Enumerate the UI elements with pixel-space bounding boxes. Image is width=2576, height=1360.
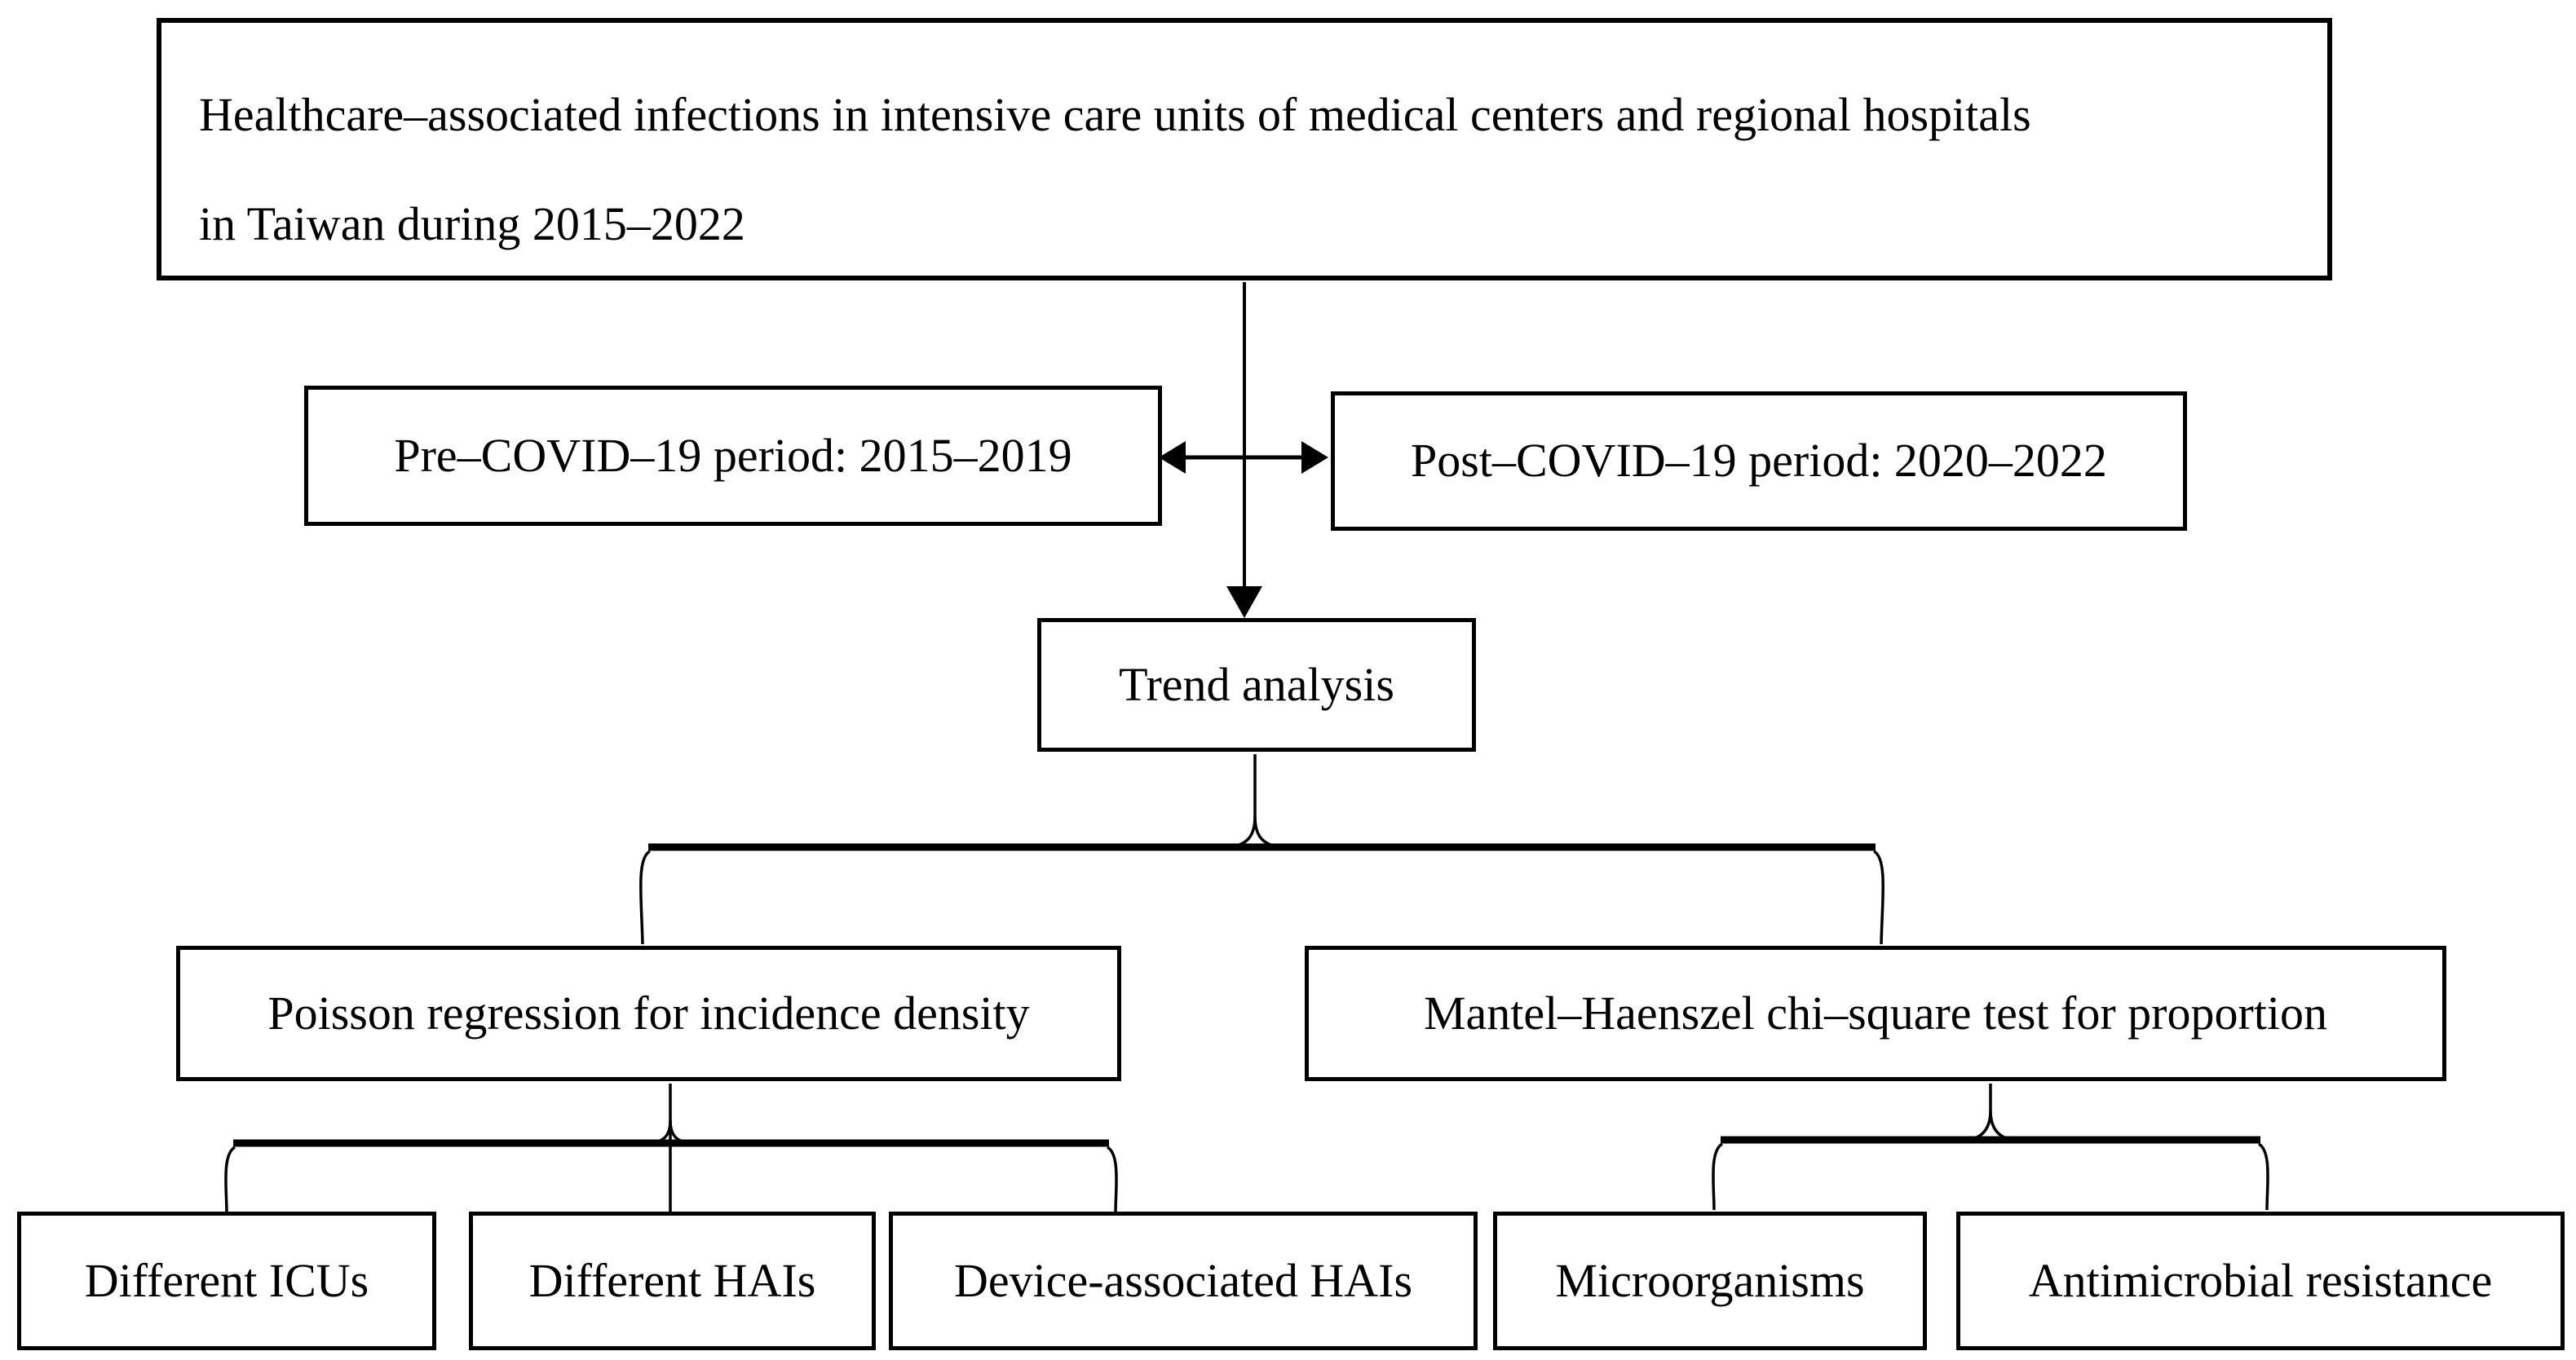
study-title-line2: in Taiwan during 2015–2022 [199, 197, 745, 250]
box-different-hais: Different HAIs [469, 1212, 876, 1350]
connector-trend-foot-right [1253, 815, 1281, 849]
box-post-covid-period: Post–COVID–19 period: 2020–2022 [1331, 391, 2187, 531]
connector-mantel-curl-left [1712, 1142, 1724, 1211]
box-antimicrobial-resistance: Antimicrobial resistance [1956, 1212, 2565, 1350]
connector-poisson-curl-right [1106, 1146, 1118, 1214]
box-mantel-haenszel: Mantel–Haenszel chi–square test for prop… [1305, 946, 2446, 1081]
microorganisms-label: Microorganisms [1555, 1253, 1865, 1307]
trend-analysis-label: Trend analysis [1119, 657, 1394, 711]
arrowhead-right-icon [1301, 441, 1328, 474]
antimicrobial-resistance-label: Antimicrobial resistance [2028, 1253, 2493, 1307]
connector-poisson-curl-left [224, 1146, 236, 1214]
pre-covid-period-label: Pre–COVID–19 period: 2015–2019 [394, 428, 1072, 482]
different-icus-label: Different ICUs [84, 1253, 369, 1307]
box-poisson-regression: Poisson regression for incidence density [176, 946, 1121, 1081]
study-title-line1: Healthcare–associated infections in inte… [199, 88, 2031, 141]
device-associated-hais-label: Device-associated HAIs [953, 1253, 1413, 1307]
arrowhead-left-icon [1159, 441, 1186, 474]
box-pre-covid-period: Pre–COVID–19 period: 2015–2019 [304, 386, 1162, 526]
box-trend-analysis: Trend analysis [1037, 618, 1476, 752]
connector-trend-foot-left [1229, 815, 1257, 849]
different-hais-label: Different HAIs [528, 1253, 816, 1307]
box-study-title: Healthcare–associated infections in inte… [157, 18, 2332, 280]
connector-trend-curl-left [639, 850, 652, 945]
connector-mantel-foot-right [1989, 1110, 2013, 1141]
poisson-regression-label: Poisson regression for incidence density [267, 986, 1030, 1040]
connector-trend-curl-right [1872, 850, 1885, 945]
connector-mantel-foot-left [1968, 1110, 1992, 1141]
connector-mantel-curl-right [2257, 1142, 2269, 1211]
post-covid-period-label: Post–COVID–19 period: 2020–2022 [1411, 434, 2107, 488]
arrowhead-down-icon [1226, 586, 1262, 618]
box-different-icus: Different ICUs [17, 1212, 436, 1350]
box-microorganisms: Microorganisms [1493, 1212, 1927, 1350]
mantel-haenszel-label: Mantel–Haenszel chi–square test for prop… [1423, 986, 2328, 1040]
box-device-associated-hais: Device-associated HAIs [889, 1212, 1478, 1350]
